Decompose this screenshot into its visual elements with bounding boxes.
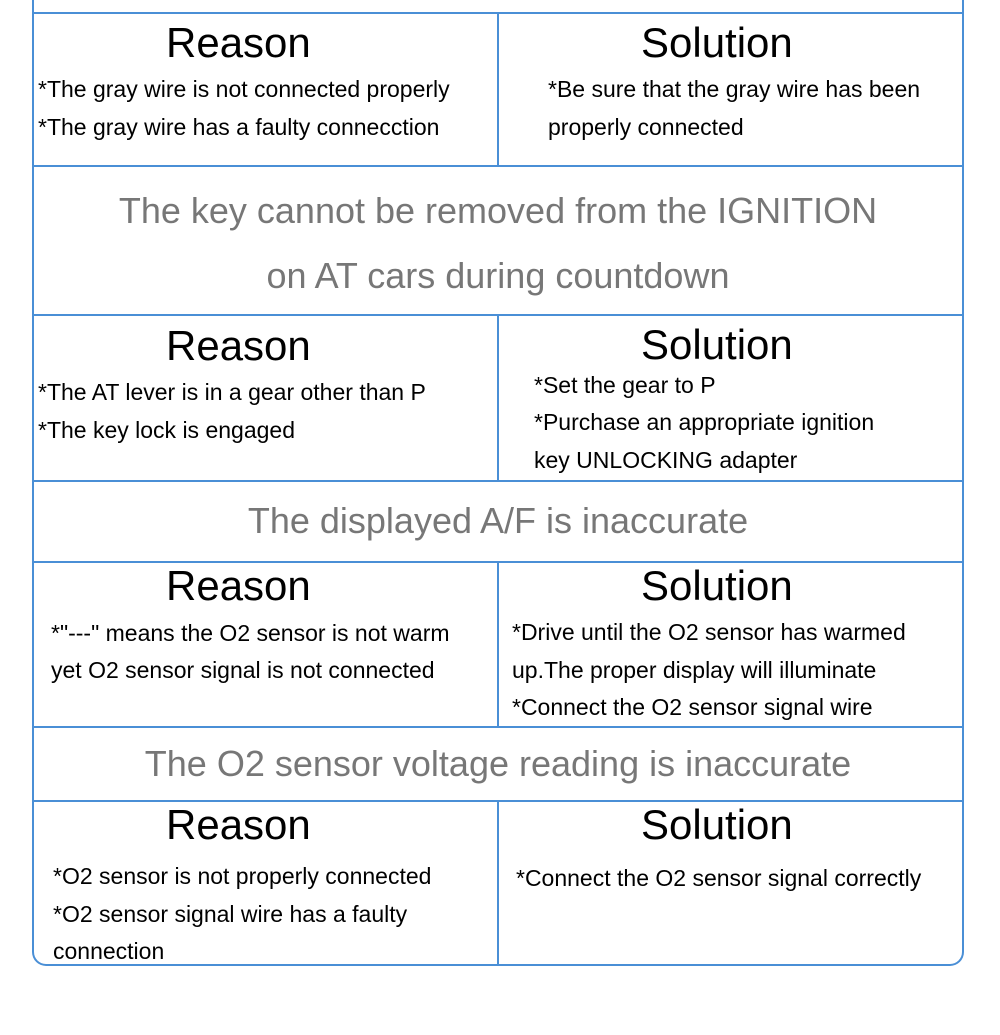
- problem-title: The key cannot be removed from the IGNIT…: [118, 190, 878, 231]
- solution-heading: Solution: [641, 19, 793, 66]
- solution-text: *Set the gear to P: [534, 372, 716, 398]
- reason-text: *O2 sensor is not properly connected: [53, 863, 432, 889]
- reason-text: yet O2 sensor signal is not connected: [51, 657, 435, 683]
- column-divider: [497, 315, 499, 481]
- reason-text: *The key lock is engaged: [38, 417, 295, 443]
- solution-heading: Solution: [641, 321, 793, 368]
- reason-heading: Reason: [166, 562, 311, 609]
- reason-text: *O2 sensor signal wire has a faulty: [53, 901, 408, 927]
- reason-heading: Reason: [166, 801, 311, 848]
- problem-title: on AT cars during countdown: [266, 255, 730, 296]
- reason-text: *The AT lever is in a gear other than P: [38, 379, 426, 405]
- reason-heading: Reason: [166, 322, 311, 369]
- row-divider: [32, 480, 964, 482]
- solution-text: up.The proper display will illuminate: [512, 657, 877, 683]
- reason-text: *The gray wire is not connected properly: [38, 76, 450, 102]
- row-divider: [32, 165, 964, 167]
- solution-text: *Drive until the O2 sensor has warmed: [512, 619, 906, 645]
- reason-text: *"---" means the O2 sensor is not warm: [51, 620, 450, 646]
- reason-heading: Reason: [166, 19, 311, 66]
- solution-text: *Connect the O2 sensor signal correctly: [516, 865, 922, 891]
- solution-text: *Purchase an appropriate ignition: [534, 409, 875, 435]
- solution-text: *Connect the O2 sensor signal wire: [512, 694, 873, 720]
- problem-title: The O2 sensor voltage reading is inaccur…: [144, 743, 852, 784]
- problem-title: The displayed A/F is inaccurate: [247, 500, 749, 541]
- column-divider: [497, 13, 499, 166]
- reason-text: connection: [53, 938, 165, 964]
- column-divider: [497, 801, 499, 966]
- solution-text: key UNLOCKING adapter: [534, 447, 798, 473]
- solution-text: *Be sure that the gray wire has been: [548, 76, 921, 102]
- solution-heading: Solution: [641, 801, 793, 848]
- row-divider: [32, 726, 964, 728]
- column-divider: [497, 562, 499, 727]
- solution-text: properly connected: [548, 114, 744, 140]
- solution-heading: Solution: [641, 562, 793, 609]
- reason-text: *The gray wire has a faulty connecction: [38, 114, 440, 140]
